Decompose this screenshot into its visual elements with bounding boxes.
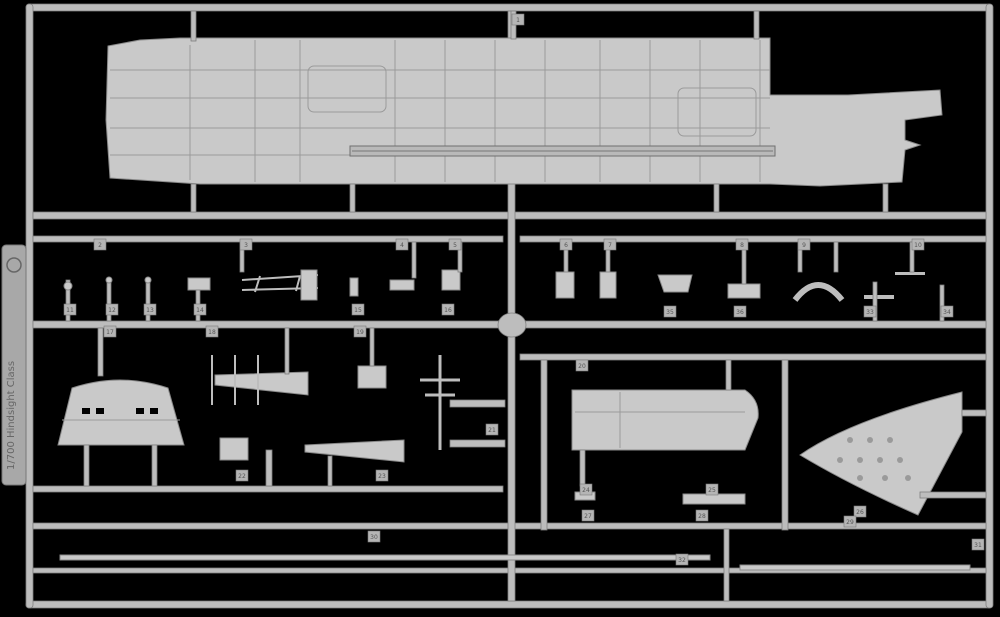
part-number-label: 23 xyxy=(378,473,386,480)
part-number-label: 32 xyxy=(678,557,686,564)
part-number-tag: 11 xyxy=(63,303,77,316)
part-number-label: 33 xyxy=(866,309,874,316)
part-number-label: 21 xyxy=(488,427,496,434)
sprue-tab-text: 1/700 Hindsight Class xyxy=(6,361,17,470)
part-number-label: 19 xyxy=(356,329,364,336)
part-number-tag: 12 xyxy=(105,303,119,316)
part-number-tag: 14 xyxy=(193,303,207,316)
part-number-label: 4 xyxy=(400,242,404,249)
part-number-tag: 8 xyxy=(735,238,749,251)
part-number-tag: 35 xyxy=(663,305,677,318)
part-number-tag: 10 xyxy=(911,238,925,251)
part-number-tag: 9 xyxy=(797,238,811,251)
part-number-tag: 31 xyxy=(971,538,985,551)
part-number-tag: 20 xyxy=(575,359,589,372)
part-number-tag: 21 xyxy=(485,423,499,436)
sprue-tab: 1/700 Hindsight Class xyxy=(1,244,27,486)
part-number-tag: 13 xyxy=(143,303,157,316)
part-number-tag: 33 xyxy=(863,305,877,318)
part-number-tag: 34 xyxy=(940,305,954,318)
part-number-tag: 18 xyxy=(205,325,219,338)
part-number-tag: 19 xyxy=(353,325,367,338)
part-number-label: 25 xyxy=(708,487,716,494)
part-number-tag: 5 xyxy=(448,238,462,251)
part-number-label: 14 xyxy=(196,307,204,314)
part-number-tag: 15 xyxy=(351,303,365,316)
part-number-tag: 17 xyxy=(103,325,117,338)
part-number-label: 12 xyxy=(108,307,116,314)
part-number-tag: 2 xyxy=(93,238,107,251)
part-number-label: 20 xyxy=(578,363,586,370)
part-number-tag: 4 xyxy=(395,238,409,251)
part-number-label: 36 xyxy=(736,309,744,316)
part-number-label: 13 xyxy=(146,307,154,314)
part-number-label: 27 xyxy=(584,513,592,520)
part-number-label: 7 xyxy=(608,242,612,249)
part-number-tag: 30 xyxy=(367,530,381,543)
part-number-label: 5 xyxy=(453,242,457,249)
part-number-tag: 24 xyxy=(579,483,593,496)
part-number-tag: 36 xyxy=(733,305,747,318)
small-parts-right-row xyxy=(555,241,945,322)
part-number-label: 35 xyxy=(666,309,674,316)
kit-logo-icon xyxy=(6,257,22,273)
part-number-tag: 25 xyxy=(705,483,719,496)
part-number-tag: 16 xyxy=(441,303,455,316)
bow-part xyxy=(799,391,987,516)
part-number-tag: 3 xyxy=(239,238,253,251)
hangar-part xyxy=(571,359,759,487)
part-number-label: 10 xyxy=(914,242,922,249)
part-number-tag: 29 xyxy=(843,515,857,528)
flight-deck-part xyxy=(105,37,943,187)
sprue-frame xyxy=(25,3,994,609)
part-number-label: 3 xyxy=(244,242,248,249)
part-number-label: 17 xyxy=(106,329,114,336)
part-number-tag: 27 xyxy=(581,509,595,522)
part-number-label: 30 xyxy=(370,534,378,541)
internal-runners xyxy=(32,10,987,602)
part-number-label: 18 xyxy=(208,329,216,336)
part-number-label: 31 xyxy=(974,542,982,549)
part-number-label: 34 xyxy=(943,309,951,316)
part-number-label: 26 xyxy=(856,509,864,516)
bottom-strips xyxy=(59,491,971,571)
part-number-label: 22 xyxy=(238,473,246,480)
part-number-tag: 22 xyxy=(235,469,249,482)
part-number-label: 16 xyxy=(444,307,452,314)
part-number-label: 28 xyxy=(698,513,706,520)
part-number-label: 6 xyxy=(564,242,568,249)
part-number-label: 2 xyxy=(98,242,102,249)
part-number-label: 29 xyxy=(846,519,854,526)
part-number-tag: 7 xyxy=(603,238,617,251)
part-number-tag: 6 xyxy=(559,238,573,251)
part-number-tag: 28 xyxy=(695,509,709,522)
island-face-part xyxy=(57,327,185,487)
part-number-tag: 26 xyxy=(853,505,867,518)
part-number-label: 8 xyxy=(740,242,744,249)
part-number-label: 1 xyxy=(516,17,520,24)
part-number-label: 24 xyxy=(582,487,590,494)
part-number-label: 15 xyxy=(354,307,362,314)
small-parts-left-row xyxy=(63,241,463,322)
part-number-tag: 1 xyxy=(511,13,525,26)
part-number-tag: 32 xyxy=(675,553,689,566)
part-number-label: 11 xyxy=(66,307,74,314)
part-number-label: 9 xyxy=(802,242,806,249)
mid-left-parts xyxy=(211,327,506,487)
part-number-tag: 23 xyxy=(375,469,389,482)
